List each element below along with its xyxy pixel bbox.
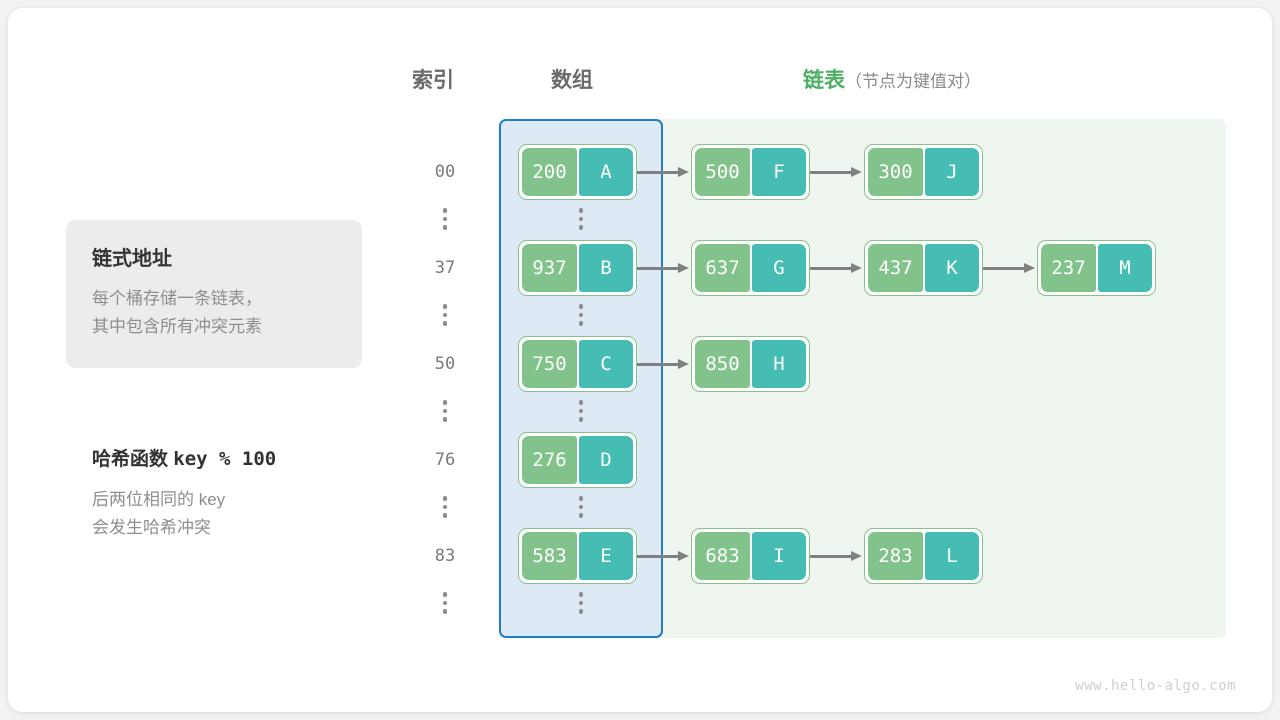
pair-node-key: 937: [522, 244, 577, 292]
next-pointer-arrow-icon: [637, 551, 691, 561]
pair-node-value: A: [579, 148, 633, 196]
pair-node-key: 637: [695, 244, 750, 292]
pair-node-value: E: [579, 532, 633, 580]
pair-node-value: I: [752, 532, 806, 580]
column-header-linkedlist-note: （节点为键值对）: [845, 72, 981, 91]
next-pointer-arrow-icon: [983, 263, 1037, 273]
next-pointer-arrow-icon: [810, 551, 864, 561]
pair-node-value: C: [579, 340, 633, 388]
chaining-note-card: [66, 220, 362, 368]
next-pointer-arrow-icon: [810, 167, 864, 177]
pair-node-key: 300: [868, 148, 923, 196]
column-header-index: 索引: [412, 69, 454, 92]
pair-node-value: B: [579, 244, 633, 292]
pair-node-key: 500: [695, 148, 750, 196]
vertical-ellipsis-icon: [561, 592, 601, 614]
pair-node-key: 283: [868, 532, 923, 580]
pair-node-value: F: [752, 148, 806, 196]
hash-function-expression: key % 100: [173, 448, 277, 470]
chaining-note-line-2: 其中包含所有冲突元素: [92, 317, 262, 336]
pair-node-key: 750: [522, 340, 577, 388]
chaining-note-title: 链式地址: [92, 248, 172, 270]
vertical-ellipsis-icon: [561, 208, 601, 230]
pair-node-value: G: [752, 244, 806, 292]
pair-node-value: D: [579, 436, 633, 484]
vertical-ellipsis-icon: [425, 208, 465, 230]
hash-function-title: 哈希函数 key % 100: [92, 444, 276, 471]
hash-function-line-1: 后两位相同的 key: [92, 490, 226, 509]
next-pointer-arrow-icon: [637, 167, 691, 177]
vertical-ellipsis-icon: [425, 400, 465, 422]
pair-node-value: J: [925, 148, 979, 196]
pair-node-key: 583: [522, 532, 577, 580]
pair-node-value: M: [1098, 244, 1152, 292]
column-header-array: 数组: [551, 69, 593, 92]
vertical-ellipsis-icon: [561, 304, 601, 326]
hash-function-label: 哈希函数: [92, 449, 169, 470]
bucket-index-label: 83: [434, 546, 456, 566]
bucket-index-label: 76: [434, 450, 456, 470]
pair-node-key: 237: [1041, 244, 1096, 292]
chaining-note-line-1: 每个桶存储一条链表，: [92, 289, 262, 308]
pair-node-key: 437: [868, 244, 923, 292]
pair-node-value: H: [752, 340, 806, 388]
pair-node-value: K: [925, 244, 979, 292]
pair-node-key: 276: [522, 436, 577, 484]
next-pointer-arrow-icon: [637, 263, 691, 273]
next-pointer-arrow-icon: [637, 359, 691, 369]
hash-function-body: 后两位相同的 key 会发生哈希冲突: [92, 486, 352, 542]
column-header-linkedlist-label: 链表: [803, 69, 845, 92]
bucket-index-label: 50: [434, 354, 456, 374]
vertical-ellipsis-icon: [561, 496, 601, 518]
bucket-index-label: 00: [434, 162, 456, 182]
vertical-ellipsis-icon: [561, 400, 601, 422]
watermark: www.hello-algo.com: [1075, 678, 1236, 694]
bucket-index-label: 37: [434, 258, 456, 278]
chaining-note-body: 每个桶存储一条链表， 其中包含所有冲突元素: [92, 285, 342, 341]
pair-node-key: 200: [522, 148, 577, 196]
next-pointer-arrow-icon: [810, 263, 864, 273]
hash-function-line-2: 会发生哈希冲突: [92, 518, 211, 537]
pair-node-key: 850: [695, 340, 750, 388]
column-header-linkedlist: 链表（节点为键值对）: [803, 64, 981, 94]
pair-node-key: 683: [695, 532, 750, 580]
vertical-ellipsis-icon: [425, 496, 465, 518]
vertical-ellipsis-icon: [425, 592, 465, 614]
pair-node-value: L: [925, 532, 979, 580]
vertical-ellipsis-icon: [425, 304, 465, 326]
